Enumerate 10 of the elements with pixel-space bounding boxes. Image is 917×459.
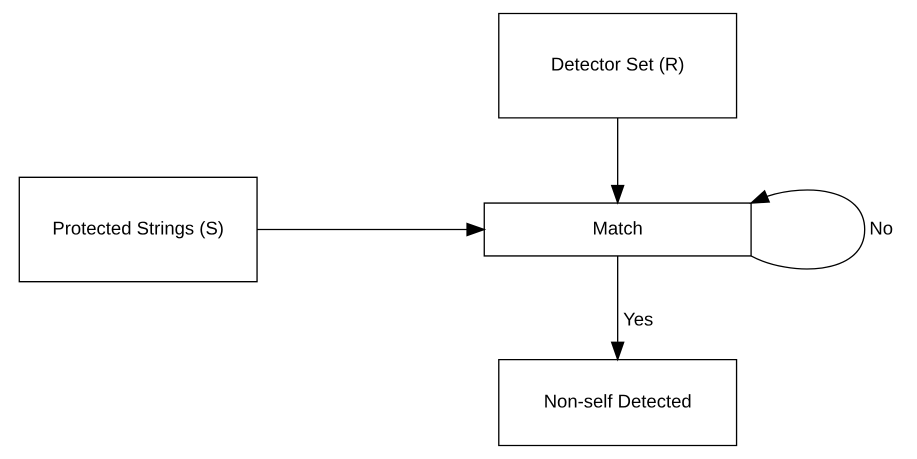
edge-label: No — [869, 217, 894, 238]
node-box: Protected Strings (S) — [18, 176, 258, 282]
node-box: Detector Set (R) — [498, 12, 738, 119]
arrow — [610, 118, 625, 205]
node-box: Non-self Detected — [498, 358, 738, 446]
arrow — [610, 256, 625, 362]
arrow — [749, 189, 866, 270]
arrow — [257, 222, 486, 236]
edge-label: Yes — [623, 308, 654, 330]
node-box: Match — [484, 202, 752, 257]
